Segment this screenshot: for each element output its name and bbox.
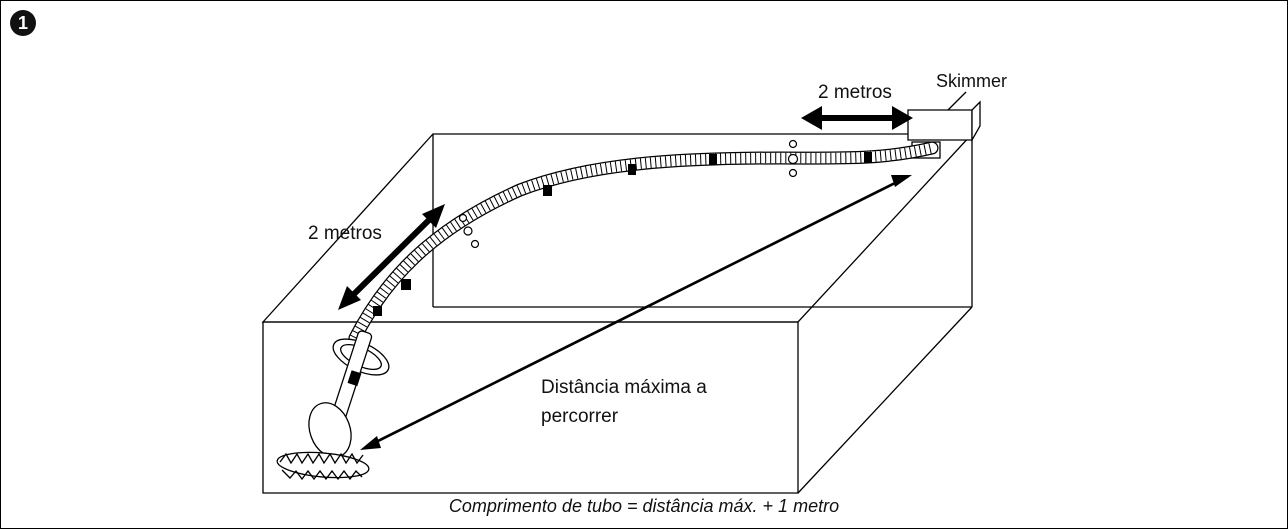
pool-box-icon <box>261 133 974 494</box>
figure-caption: Comprimento de tubo = distância máx. + 1… <box>448 496 840 516</box>
hose-float-icon <box>458 139 799 249</box>
left-distance-label: 2 metros <box>308 223 382 244</box>
left-2m-arrow <box>338 204 445 310</box>
skimmer-label: Skimmer <box>936 71 1007 91</box>
step-badge: 1 <box>10 10 36 36</box>
top-2m-arrow <box>801 106 913 130</box>
hose-icon <box>348 141 939 345</box>
pool-cleaner-robot-icon <box>276 330 390 481</box>
max-distance-label: Distância máxima a percorrer <box>541 377 707 427</box>
top-distance-label: 2 metros <box>818 82 892 103</box>
max-distance-arrow <box>360 175 912 450</box>
